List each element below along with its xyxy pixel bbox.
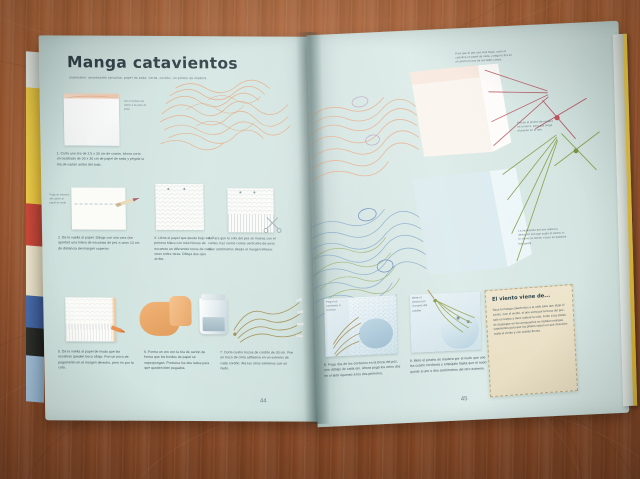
step-5-text: 5. Da la vuelta al papel de modo que las… [58,349,134,370]
step1-mini-label: Une el pedazo de cartón a la parte de at… [123,99,147,111]
fish-scales-pattern [65,297,116,322]
page-edge-band-blue [26,295,44,331]
crayon-icon [115,197,140,207]
page-edge-band-lightblue [26,355,44,403]
page-edge-band-cream [26,245,44,299]
page-number-right: 45 [460,396,468,403]
knot-and-stick-orange [535,97,587,140]
step6-illustration [139,294,196,342]
step-7-text: 7. Corta cuatro trozos de cordón de 30 c… [220,350,294,371]
page-edge-yellow [622,33,638,406]
info-box-title: El viento viene de... [491,292,551,303]
open-book: Manga catavientos materiales: necesitará… [14,18,638,428]
page-edge-band-black [26,327,44,359]
step-9-text: 9. Mete el pincho de madera por el nudo … [409,355,487,374]
step-1-text: 1. Corta una tira de 2,5 x 30 cm de cart… [56,151,145,167]
fish-scales-pattern [227,188,274,215]
knot-and-stick-blue [554,131,600,171]
scissors-icon [263,217,282,233]
callout-2: Pincha el pincho de madera en la tierra,… [517,119,554,133]
blue-fish-windsock-illustration [306,123,586,346]
step-6-text: 6. Forma un aro con la tira de cartón de… [144,349,210,370]
step8-panel-label: Pega los cordones a la boca [326,300,341,313]
info-box: El viento viene de... Saca la manga cata… [484,284,578,398]
glue-applicator-icon [111,325,125,333]
step-2-text: 2. Da la vuelta al papel. Dibuja con una… [58,235,140,251]
fish-scales-pattern [155,183,205,231]
step1-illustration [63,93,120,146]
callout-3: La inclinación del aire indica la direcc… [518,227,567,246]
step-4-text: 4. Para que la cola del pez se mueva con… [208,236,276,252]
left-page: Manga catavientos materiales: necesitará… [38,35,318,422]
tail-slits [65,322,116,342]
step9-panel-label: Mete el pincho por la punta del cordón [412,296,428,313]
step9-illustration [409,289,482,353]
right-page: Para que el pez sea más largo, corta el … [306,20,630,428]
step2-mini-label: Pega un extremo del cartón al papel de s… [49,193,70,205]
orange-tail-illustration [159,79,291,151]
page-title: Manga catavientos [66,53,238,73]
page-number-left: 44 [259,398,267,405]
glue-jar-illustration [199,294,228,335]
step3-illustration [155,183,205,231]
step8-illustration [324,295,398,357]
step7-cords-illustration [233,297,304,343]
orange-fish-windsock-illustration [306,30,562,224]
jar-lid [201,294,226,301]
step-8-text: 8. Pega dos de los cordones en la boca d… [323,359,401,378]
info-box-body: Saca la manga catavientos a la calle par… [492,302,568,337]
step5-illustration [65,297,116,342]
